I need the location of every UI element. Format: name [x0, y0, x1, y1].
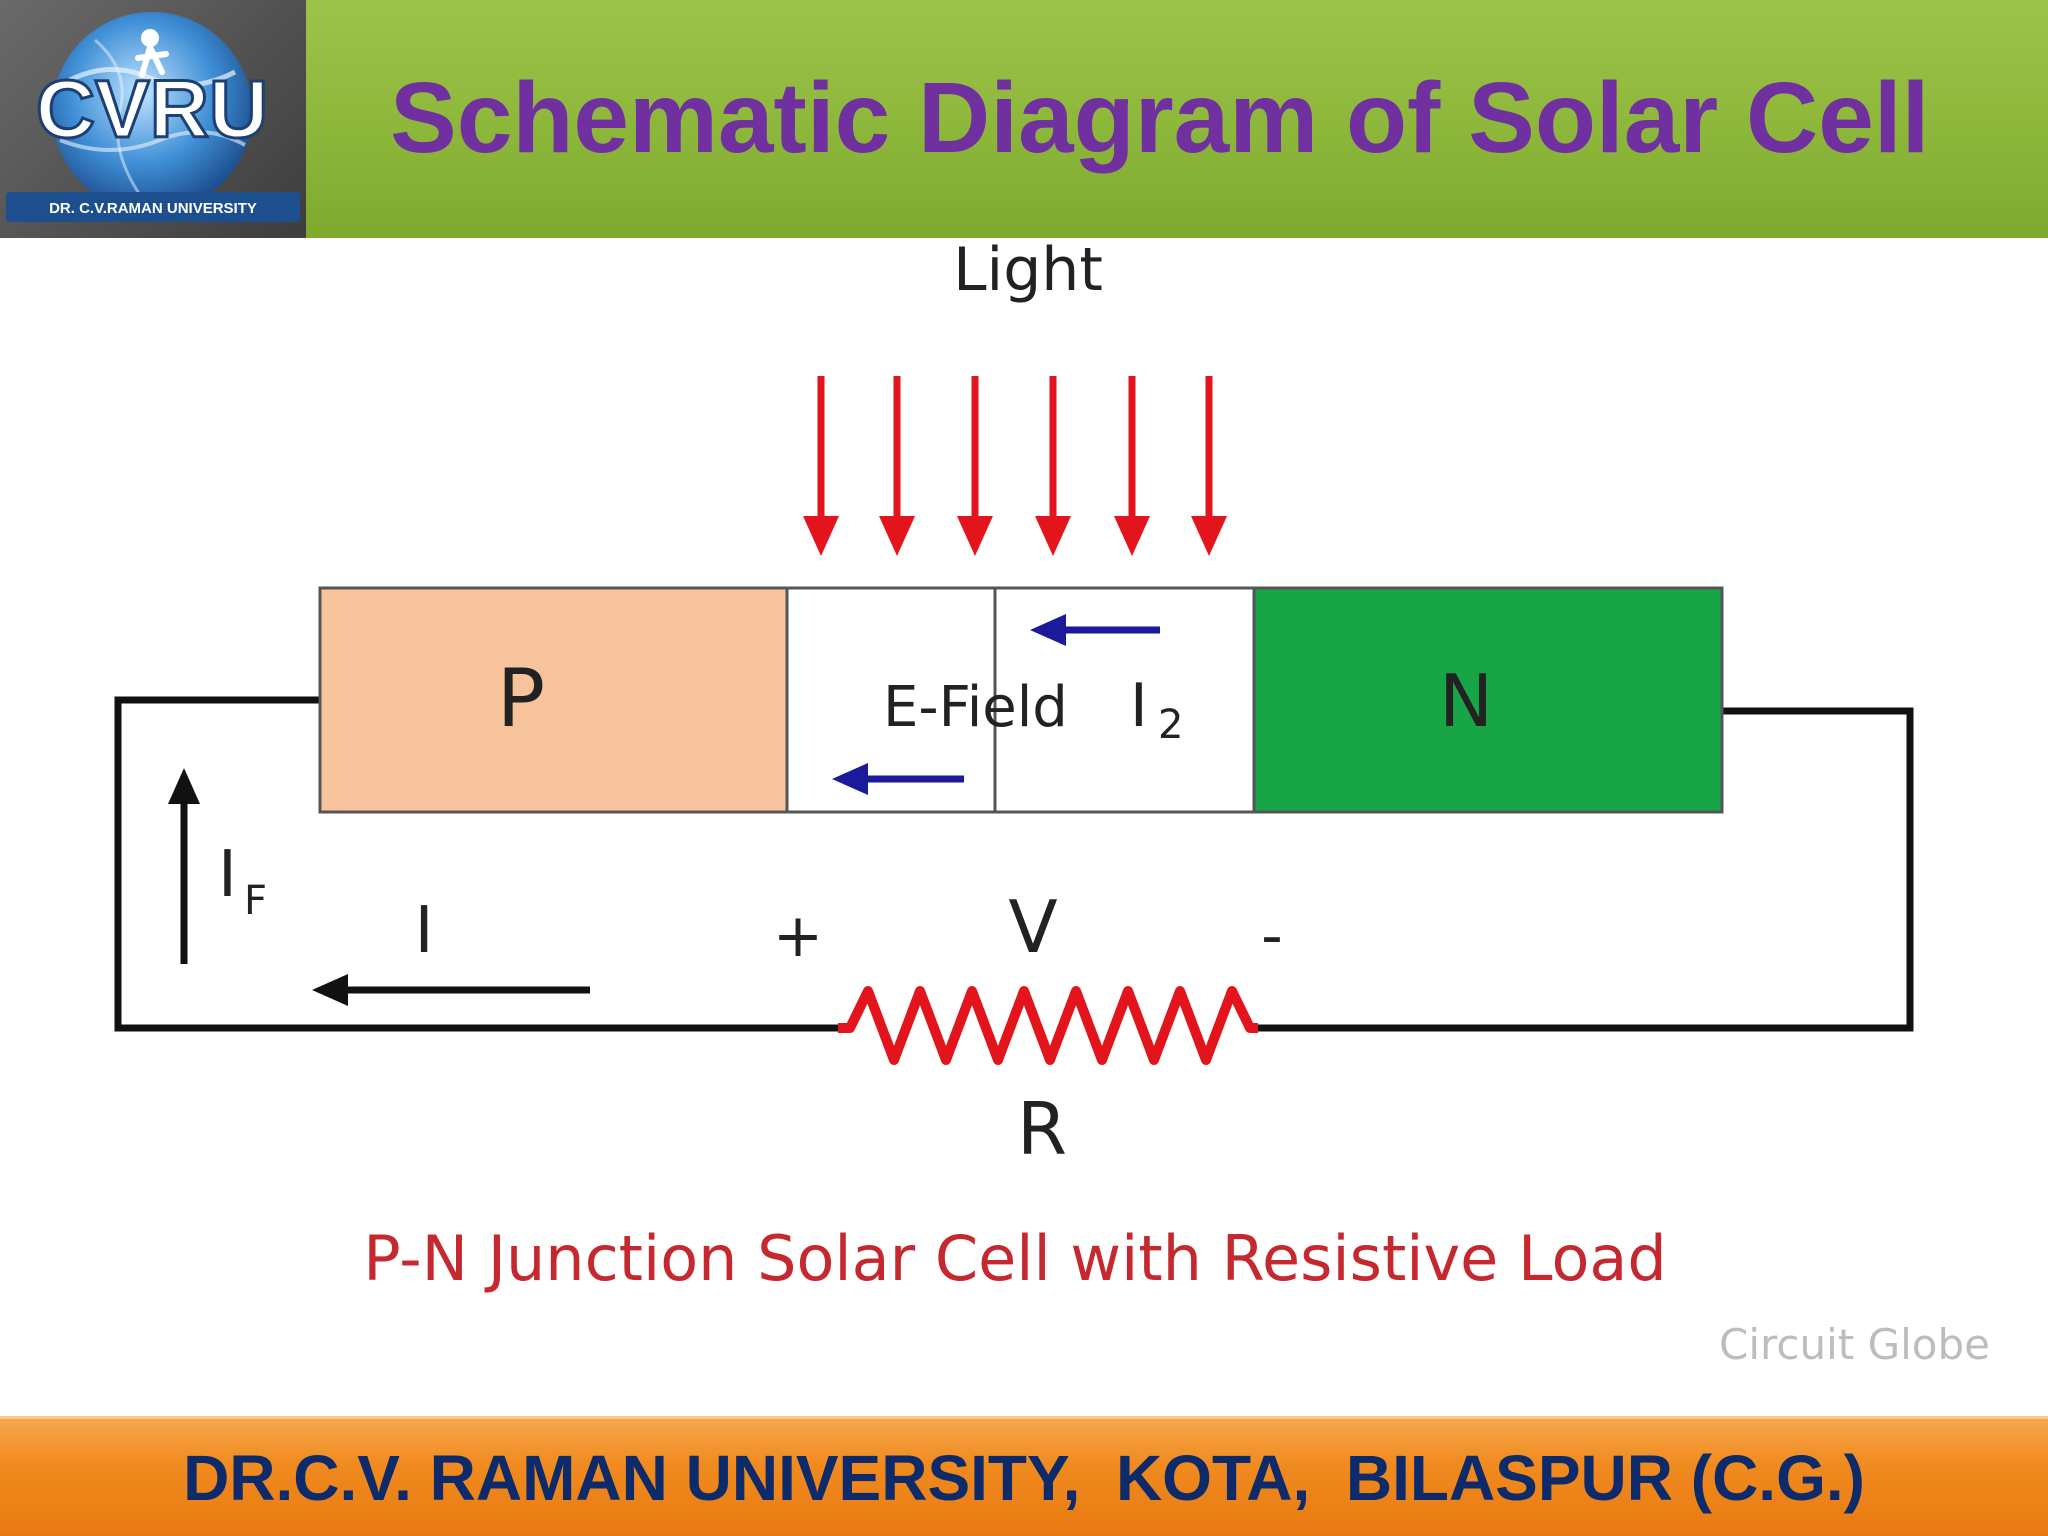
light-label: Light: [953, 238, 1103, 305]
solar-cell-diagram: Light P: [114, 238, 1990, 1369]
footer-banner: DR.C.V. RAMAN UNIVERSITY, KOTA, BILASPUR…: [0, 1416, 2048, 1536]
light-arrow: [1191, 376, 1227, 556]
light-arrows: [803, 376, 1227, 556]
r-label: R: [1017, 1087, 1067, 1171]
plus-label: +: [773, 901, 823, 971]
forward-current-arrow: [168, 768, 200, 964]
page-title: Schematic Diagram of Solar Cell: [390, 62, 1930, 174]
light-arrow: [1035, 376, 1071, 556]
title-banner: CVRU DR. C.V.RAMAN UNIVERSITY Schematic …: [0, 0, 2048, 238]
field-arrow: [832, 763, 964, 795]
field-arrow: [1030, 614, 1160, 646]
p-label: P: [497, 652, 545, 745]
efield-label: E-Field: [883, 675, 1068, 740]
logo-text: CVRU: [36, 64, 268, 155]
circuit-wire: [114, 696, 1914, 1032]
v-label: V: [1008, 885, 1057, 969]
light-arrow: [1114, 376, 1150, 556]
if-label: I: [218, 838, 237, 912]
minus-label: -: [1261, 901, 1283, 971]
globe-logo-icon: CVRU DR. C.V.RAMAN UNIVERSITY: [6, 12, 300, 222]
p-region: [318, 586, 789, 814]
light-arrow: [879, 376, 915, 556]
watermark: Circuit Globe: [1719, 1320, 1990, 1369]
n-label: N: [1439, 659, 1493, 743]
i2-label: I: [1130, 671, 1148, 741]
i-label: I: [415, 894, 434, 968]
resistor-symbol: [838, 986, 1258, 1065]
logo-subtext: DR. C.V.RAMAN UNIVERSITY: [49, 200, 257, 217]
university-logo: CVRU DR. C.V.RAMAN UNIVERSITY: [0, 0, 306, 238]
diagram-caption: P-N Junction Solar Cell with Resistive L…: [363, 1222, 1667, 1295]
n-region: [1252, 586, 1724, 814]
light-arrow: [957, 376, 993, 556]
i2-subscript: 2: [1158, 702, 1183, 748]
current-arrow: [312, 974, 590, 1006]
light-arrow: [803, 376, 839, 556]
footer-text: DR.C.V. RAMAN UNIVERSITY, KOTA, BILASPUR…: [183, 1442, 1865, 1514]
if-subscript: F: [244, 878, 267, 924]
